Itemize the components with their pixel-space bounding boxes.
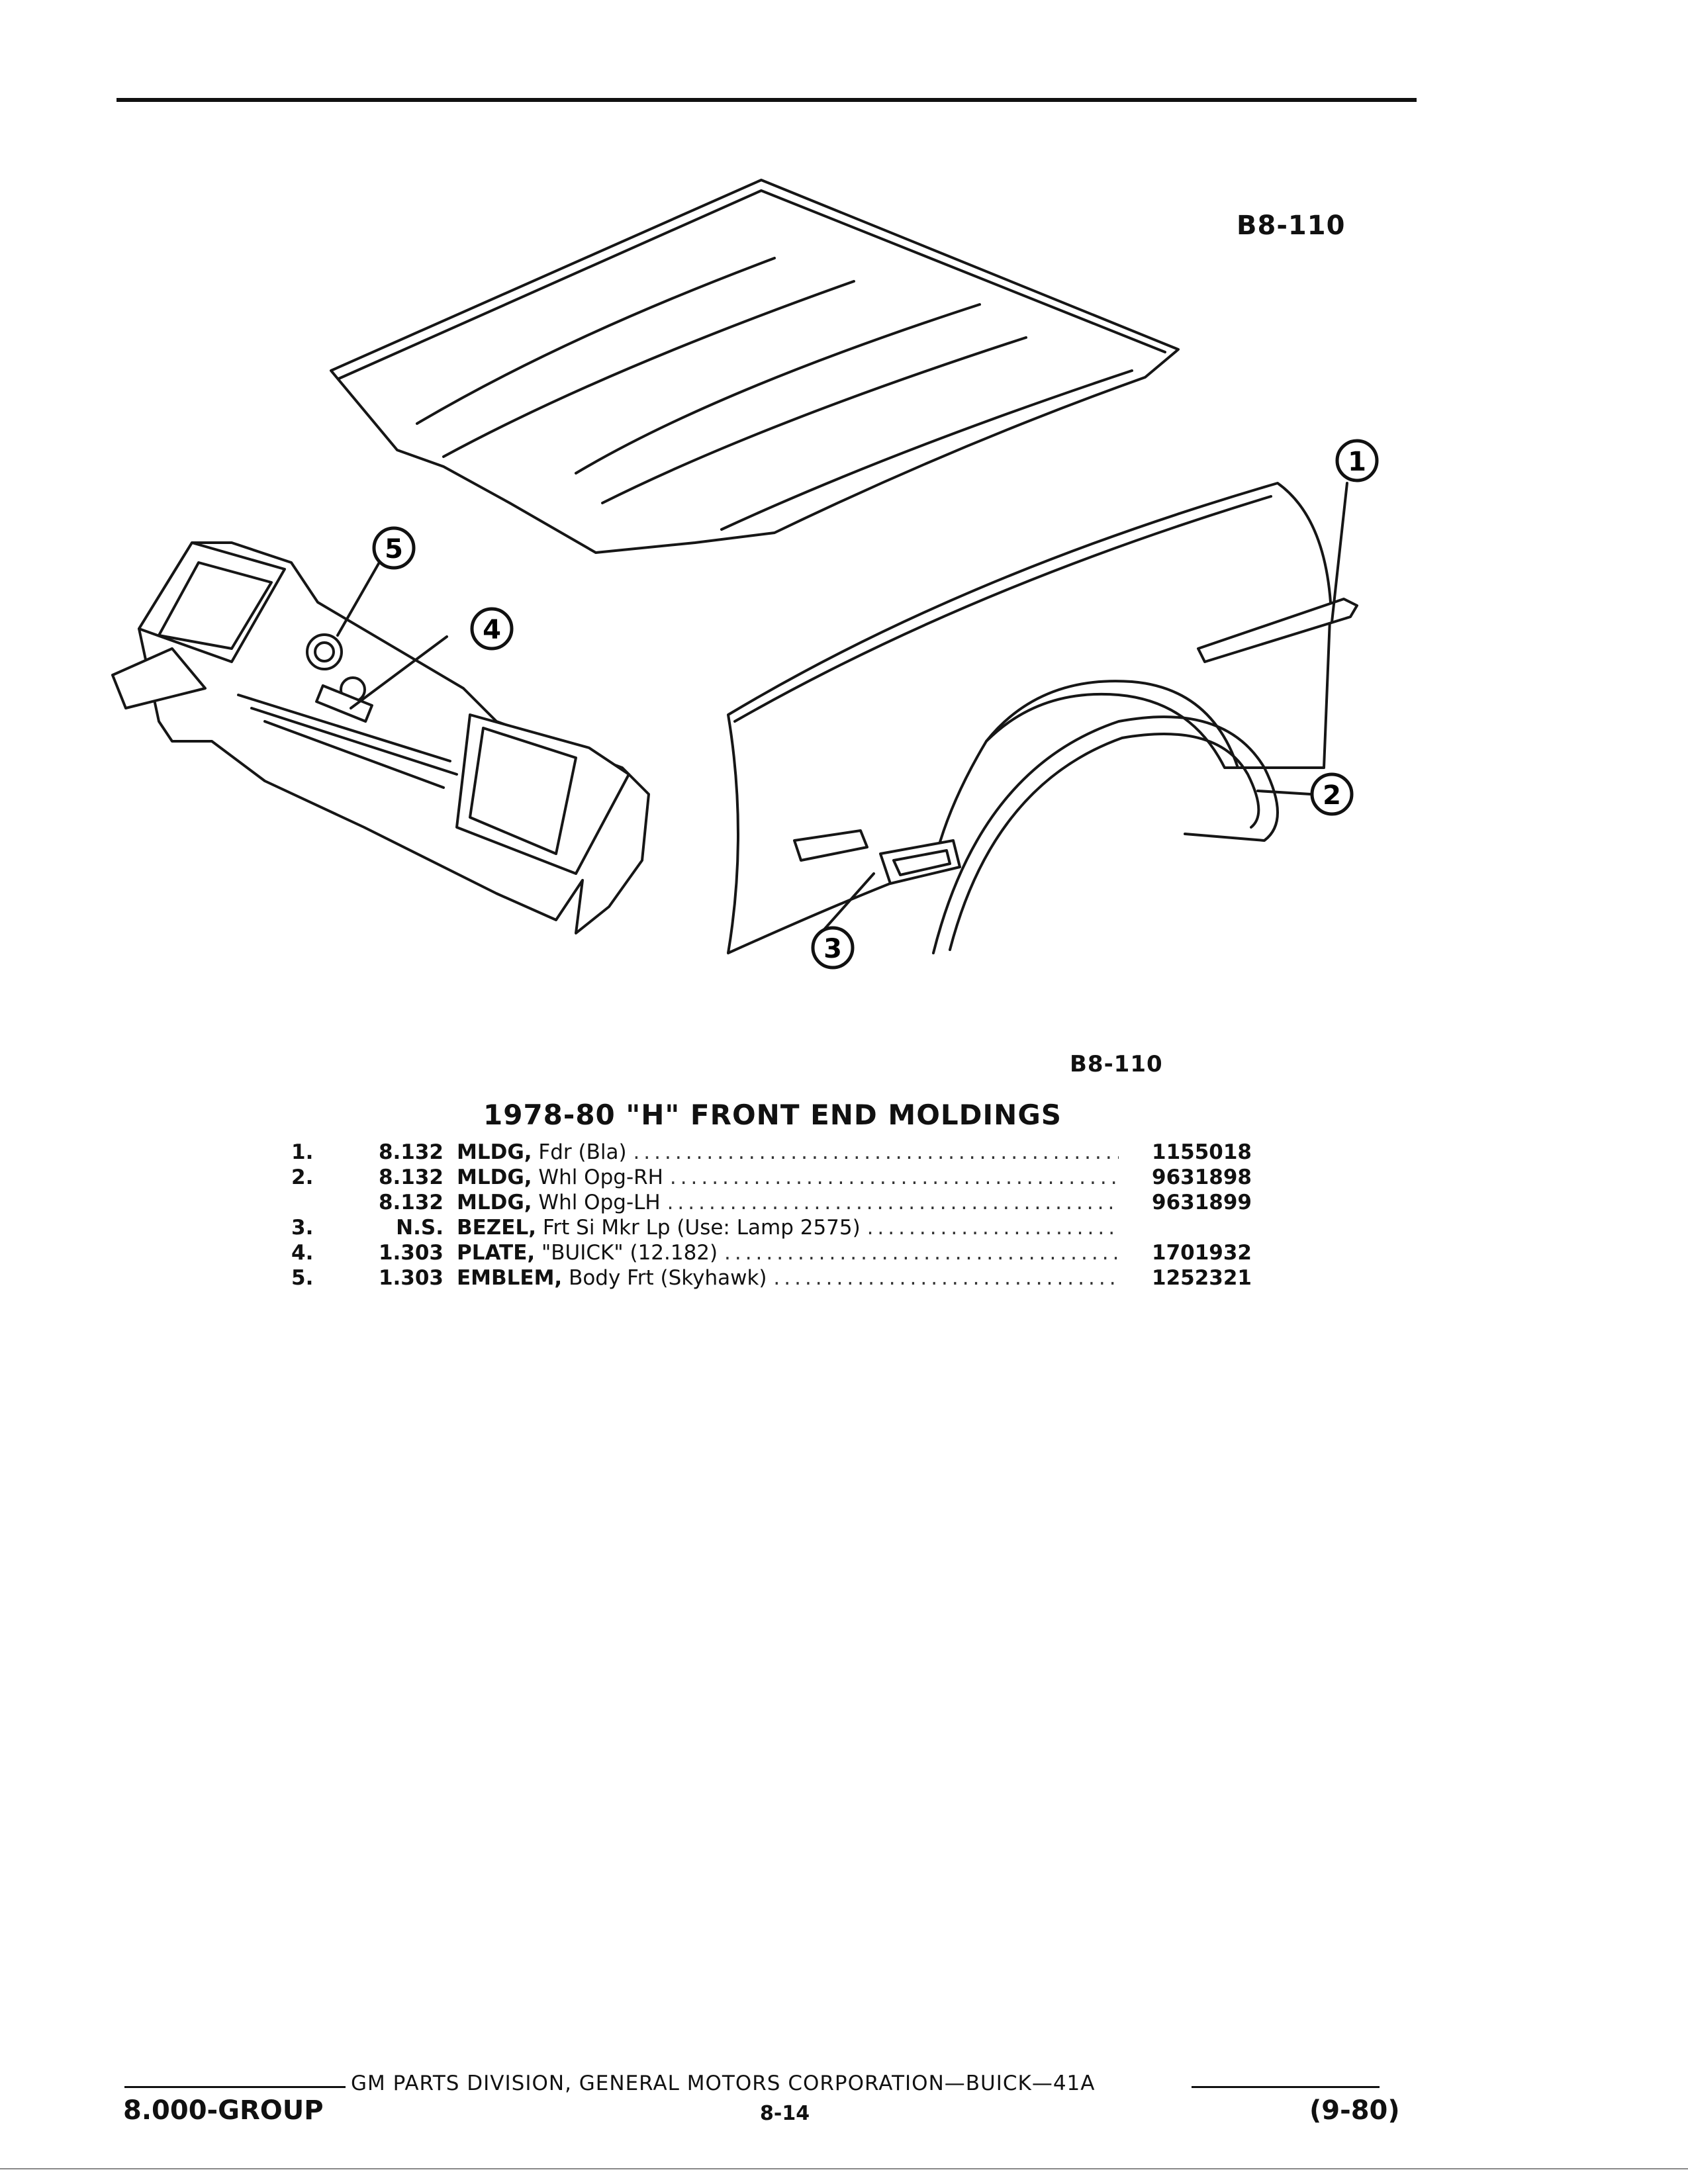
parts-row: 5. 1.303 EMBLEM, Body Frt (Skyhawk) ....… [291,1265,1264,1291]
fender-molding-drawing [1197,598,1358,663]
footer-page-number: 8-14 [760,2102,810,2125]
part-description: MLDG, Whl Opg-LH .......................… [457,1190,1119,1215]
part-detail: Body Frt (Skyhawk) [562,1266,767,1290]
callout-1-label: 1 [1348,447,1366,477]
group-number: 8.132 [378,1165,444,1189]
part-number: 1155018 [1152,1140,1252,1164]
part-detail: Frt Si Mkr Lp (Use: Lamp 2575) [536,1216,861,1240]
footer-rule-right [1192,2086,1380,2088]
part-description: PLATE, "BUICK" (12.182) ................… [457,1240,1119,1265]
part-description: BEZEL, Frt Si Mkr Lp (Use: Lamp 2575) ..… [457,1215,1119,1240]
section-title: 1978-80 "H" FRONT END MOLDINGS [483,1099,1062,1131]
bottom-rule [0,2168,1688,2169]
part-description: MLDG, Fdr (Bla) ........................… [457,1140,1119,1165]
item-index: 1. [291,1140,314,1164]
parts-row: 1. 8.132 MLDG, Fdr (Bla) ...............… [291,1140,1264,1165]
item-index: 3. [291,1216,314,1240]
item-index: 4. [291,1241,314,1265]
group-number: 8.132 [378,1191,444,1214]
group-number: 1.303 [378,1241,444,1265]
part-name: MLDG, [457,1140,532,1164]
part-description: EMBLEM, Body Frt (Skyhawk) .............… [457,1265,1119,1291]
group-number: 1.303 [378,1266,444,1290]
part-number: 9631899 [1152,1191,1252,1214]
item-index: 5. [291,1266,314,1290]
callout-2-label: 2 [1323,780,1341,811]
figure-code-bottom: B8-110 [1070,1051,1163,1077]
item-index: 2. [291,1165,314,1189]
parts-list: 1. 8.132 MLDG, Fdr (Bla) ...............… [291,1140,1264,1291]
part-description: MLDG, Whl Opg-RH .......................… [457,1165,1119,1190]
part-detail: "BUICK" (12.182) [535,1241,718,1265]
parts-row: 2. 8.132 MLDG, Whl Opg-RH ..............… [291,1165,1264,1190]
front-end-panel-drawing [111,541,650,934]
leader-dots: ........................................… [669,1165,1119,1189]
footer-rule-left [124,2086,346,2088]
exploded-view-illustration: 1 2 3 4 5 [111,179,1379,970]
parts-row: 4. 1.303 PLATE, "BUICK" (12.182) .......… [291,1240,1264,1265]
callout-1: 1 [1335,439,1379,482]
leader-dots: ........................................… [633,1140,1119,1164]
parts-row: 3. N.S. BEZEL, Frt Si Mkr Lp (Use: Lamp … [291,1215,1264,1240]
part-detail: Whl Opg-RH [532,1165,663,1189]
figure-code-top: B8-110 [1237,210,1346,241]
part-name: BEZEL, [457,1216,536,1240]
callout-2: 2 [1310,772,1354,816]
part-detail: Whl Opg-LH [532,1191,661,1214]
group-number: N.S. [396,1216,444,1240]
callout-3-label: 3 [823,934,842,964]
part-number: 1252321 [1152,1266,1252,1290]
callout-4: 4 [470,607,514,651]
side-marker-bezel-drawing [879,839,961,885]
part-number: 9631898 [1152,1165,1252,1189]
part-name: PLATE, [457,1241,536,1265]
group-number: 8.132 [378,1140,444,1164]
leader-dots: ........................................… [867,1216,1119,1240]
leader-dots: ........................................… [724,1241,1119,1265]
callout-5: 5 [372,526,416,570]
footer-corporation: GM PARTS DIVISION, GENERAL MOTORS CORPOR… [351,2071,1096,2095]
wheel-opening-molding-drawing [932,715,1279,954]
part-name: MLDG, [457,1165,532,1189]
parts-row: 8.132 MLDG, Whl Opg-LH .................… [291,1190,1264,1215]
part-detail: Fdr (Bla) [532,1140,627,1164]
part-name: EMBLEM, [457,1266,563,1290]
callout-3: 3 [811,926,855,970]
fender-drawing [727,482,1332,954]
part-number: 1701932 [1152,1241,1252,1265]
top-rule [117,98,1417,102]
callout-5-label: 5 [385,534,403,565]
leader-dots: ........................................… [773,1266,1119,1290]
nameplate-drawing [315,684,373,723]
hood-drawing [330,179,1180,554]
callout-4-label: 4 [483,615,501,645]
footer-group: 8.000-GROUP [123,2095,324,2126]
leader-dots: ........................................… [667,1191,1119,1214]
footer-date: (9-80) [1309,2095,1400,2126]
part-name: MLDG, [457,1191,532,1214]
